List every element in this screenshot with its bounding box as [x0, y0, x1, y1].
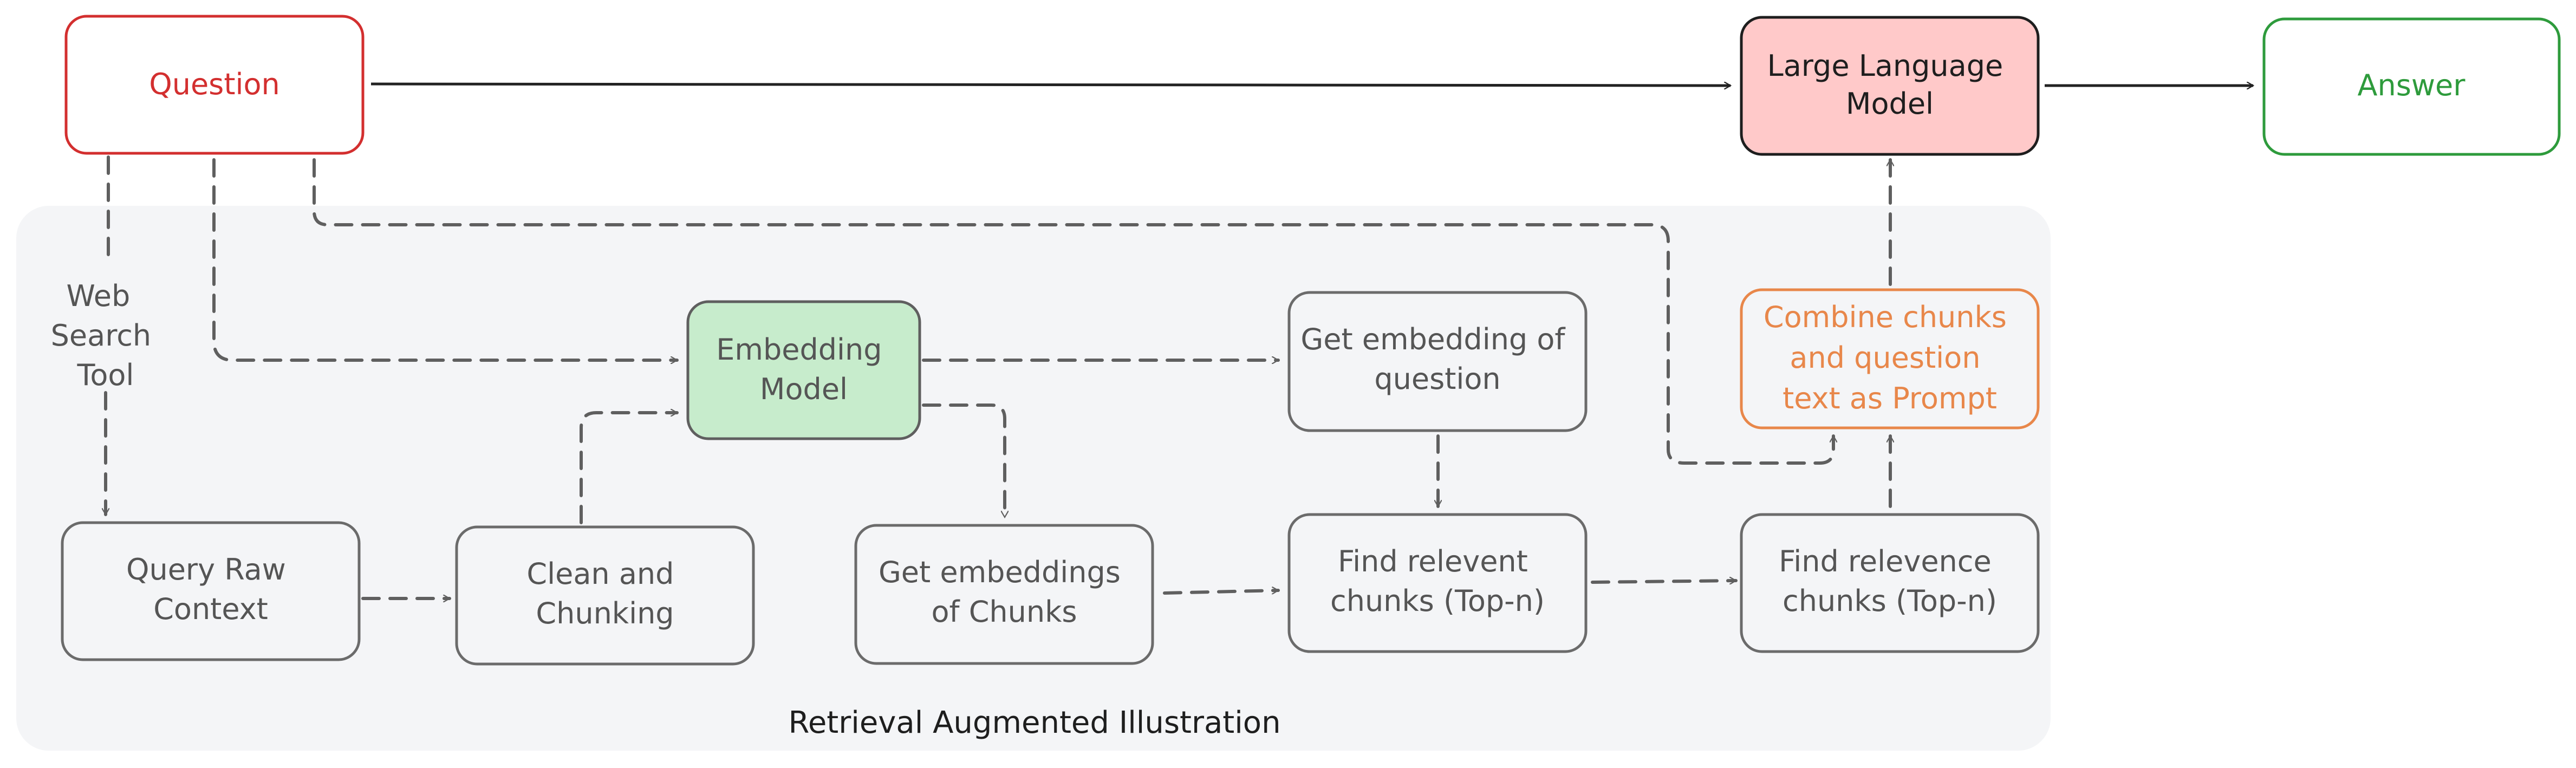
edge-clean-to-embedding — [580, 413, 679, 524]
label-clean-chunking: Clean and Chunking — [526, 557, 683, 630]
node-get-embeddings-chunks — [854, 524, 1154, 665]
edge-question-to-prompt — [313, 158, 1833, 465]
node-clean-chunking — [455, 525, 755, 666]
label-question: Question — [149, 67, 280, 101]
node-query-raw — [61, 521, 361, 661]
edge-question-to-llm — [370, 84, 1731, 86]
node-get-embedding-question — [1287, 291, 1588, 432]
label-get-embedding-question: Get embedding of question — [1300, 322, 1574, 396]
edge-question-to-embedding — [212, 158, 679, 360]
label-query-raw: Query Raw Context — [126, 552, 295, 626]
node-embedding-model — [686, 300, 921, 440]
label-combine-prompt: Combine chunks and question text as Prom… — [1764, 300, 2016, 415]
node-combine-prompt — [1740, 288, 2040, 429]
node-find-relevence — [1740, 513, 2040, 653]
label-answer: Answer — [2358, 68, 2466, 102]
label-embedding-model: Embedding Model — [716, 333, 891, 406]
label-get-embeddings-chunks: Get embeddings of Chunks — [879, 555, 1130, 629]
label-find-relevent: Find relevent chunks (Top-n) — [1330, 544, 1545, 618]
edge-chunk-embeddings-to-find-relevent — [1163, 590, 1280, 595]
label-llm: Large Language Model — [1767, 49, 2013, 121]
rag-panel — [16, 206, 2051, 751]
node-llm — [1740, 16, 2040, 156]
node-find-relevent — [1287, 513, 1588, 653]
edge-find-relevent-to-find-relevence — [1591, 581, 1738, 582]
label-web-search-tool: Web Search Tool — [51, 279, 161, 392]
diagram-caption: Retrieval Augmented Illustration — [788, 705, 1280, 740]
node-answer — [2262, 17, 2561, 156]
edge-embedding-to-chunk-embeddings — [922, 403, 1005, 519]
node-question — [64, 15, 365, 155]
label-find-relevence: Find relevence chunks (Top-n) — [1779, 544, 2001, 618]
